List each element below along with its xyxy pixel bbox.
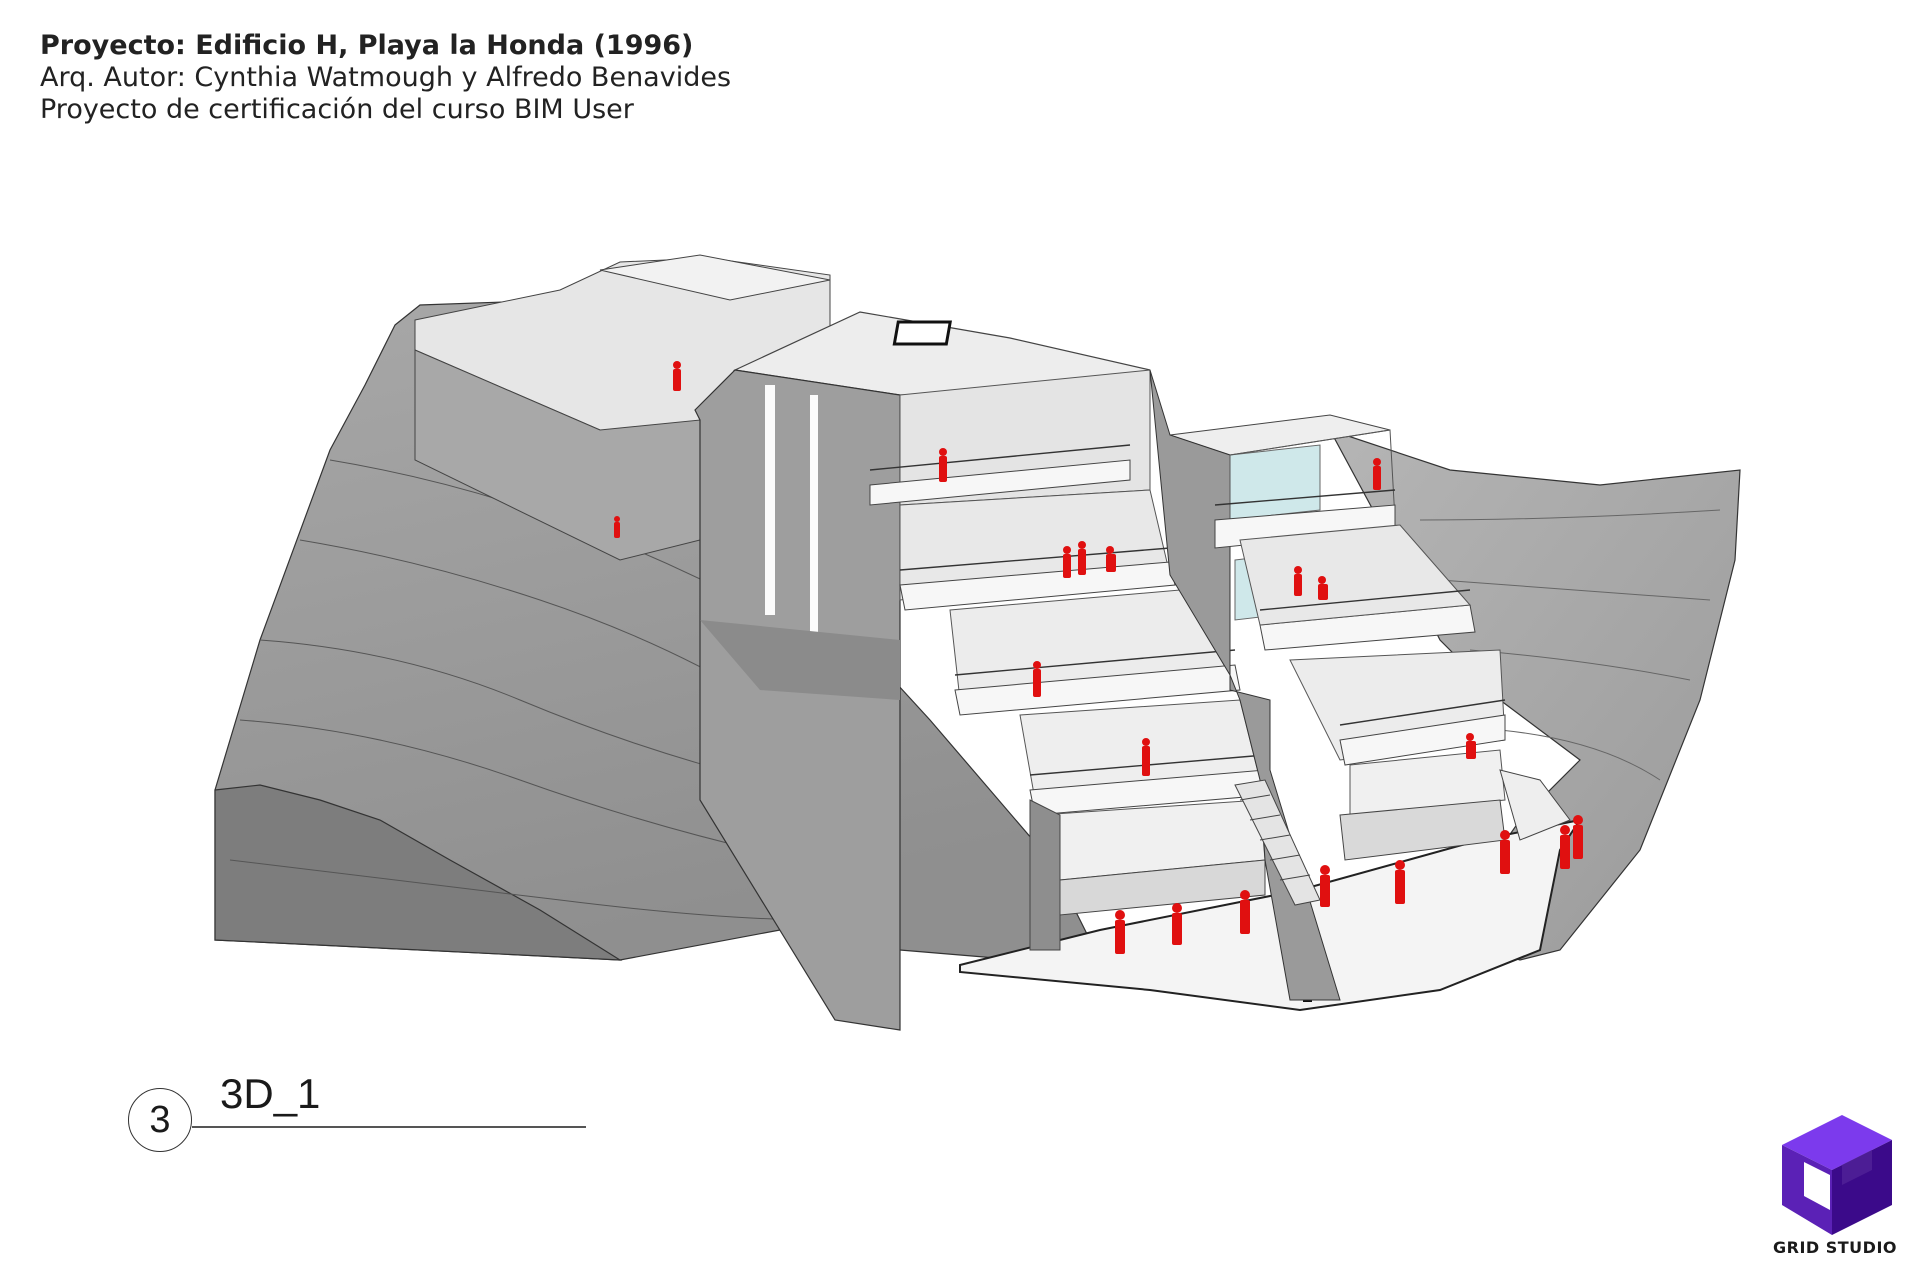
cube-logo-icon: [1782, 1115, 1892, 1235]
right-terrace-4: [1349, 749, 1506, 816]
people-figures: [614, 361, 1583, 954]
view-title: 3D_1: [220, 1070, 321, 1117]
project-certification: Proyecto de certificación del curso BIM …: [40, 93, 634, 125]
project-authors: Arq. Autor: Cynthia Watmough y Alfredo B…: [40, 61, 732, 93]
title-block: Proyecto: Edificio H, Playa la Honda (19…: [40, 30, 731, 126]
roof-skylight: [892, 320, 952, 346]
logo-name: GRID STUDIO: [1772, 1238, 1898, 1257]
project-title: Proyecto: Edificio H, Playa la Honda (19…: [40, 30, 694, 61]
sidewalk: [959, 818, 1583, 1012]
terrain-front-face: [214, 784, 623, 961]
view-number-circle: 3: [128, 1088, 192, 1152]
view-underline: [192, 1126, 586, 1128]
glass-upper: [1229, 444, 1321, 521]
main-tower-side: [694, 369, 901, 1031]
